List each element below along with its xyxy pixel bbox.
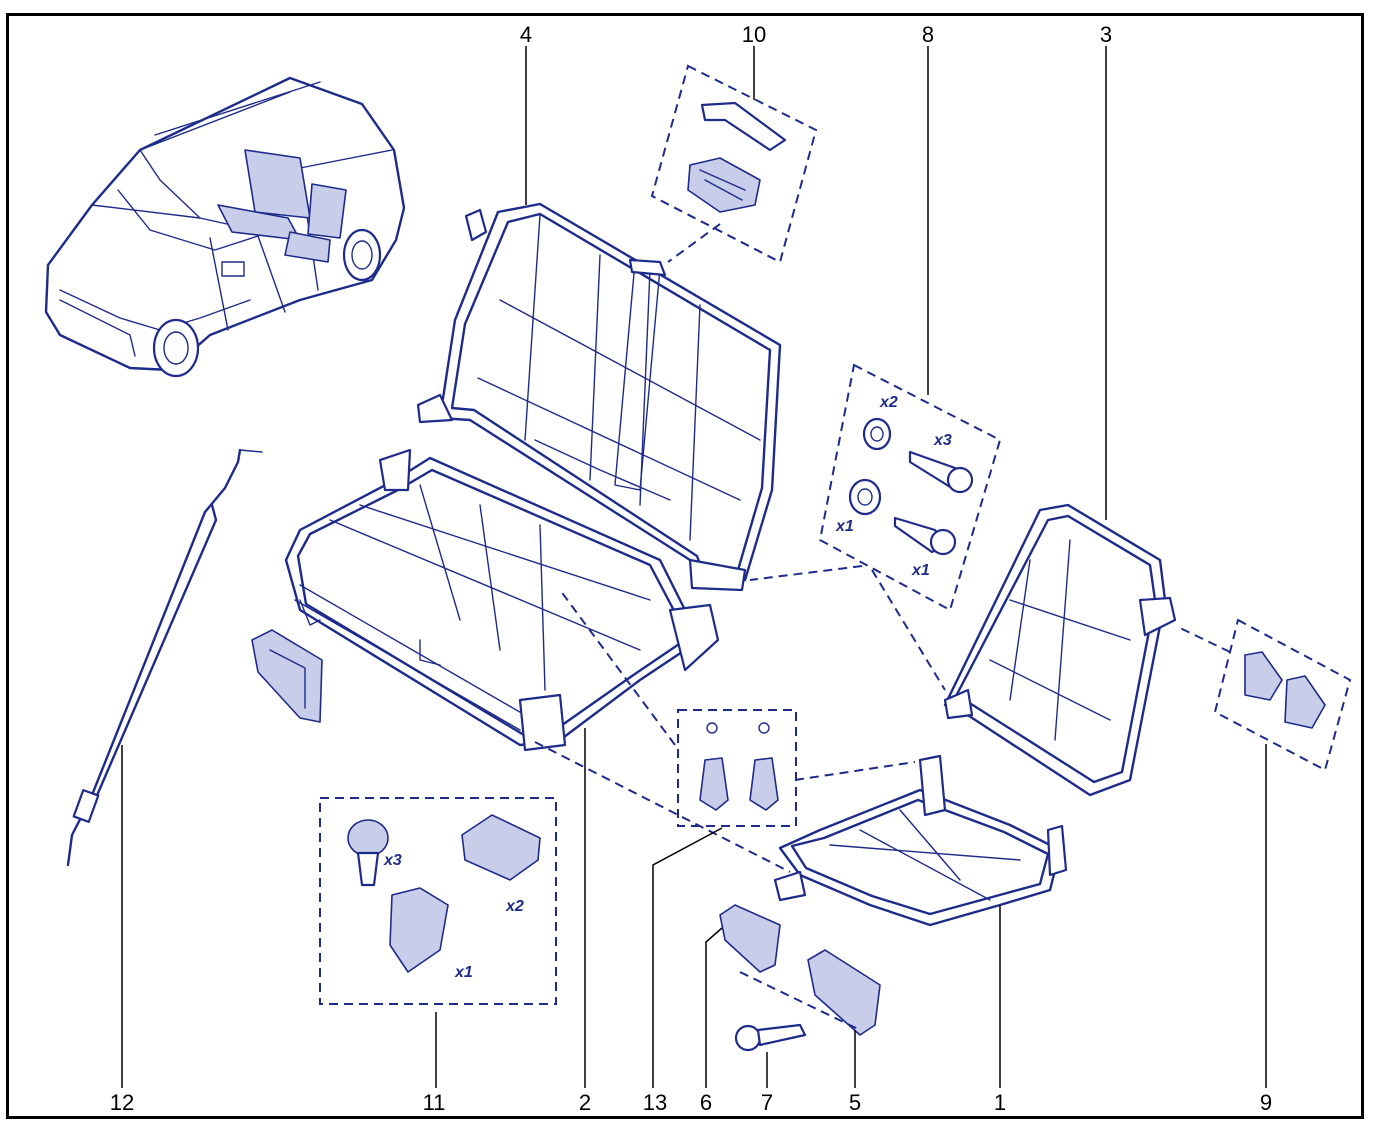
callout-8: 8: [921, 22, 935, 47]
qty-label-kit8-spacer-large: x2: [880, 394, 898, 411]
kit-11-box: [319, 797, 557, 1005]
callout-4: 4: [519, 22, 533, 47]
part-5-bracket: [807, 949, 881, 1036]
part-6-bracket: [719, 904, 781, 973]
qty-label-kit8-bolt-short: x1: [912, 562, 930, 579]
part-1-side-seat-base: [773, 754, 1068, 927]
kit-10-box: [650, 64, 818, 264]
vehicle-location-view: [44, 76, 406, 378]
diagram-frame: [6, 13, 1364, 1119]
part-4-backrest-frame: [416, 202, 782, 592]
qty-label-kit8-spacer-small: x1: [836, 518, 854, 535]
part-3-side-backrest-frame: [943, 503, 1177, 797]
callout-10: 10: [741, 22, 767, 47]
part-7-bolt: [734, 1023, 807, 1052]
kit-8-box: [818, 363, 1002, 612]
callout-11: 11: [422, 1090, 446, 1115]
assembly-arrows: [534, 223, 1231, 1031]
part-2-seat-base-frame: [284, 448, 720, 752]
qty-label-kit11-clip: x1: [455, 964, 473, 981]
qty-label-kit8-bolt-long: x3: [934, 432, 952, 449]
highlighted-rear-seats: [217, 149, 347, 263]
callout-9: 9: [1259, 1090, 1273, 1115]
callout-5: 5: [848, 1090, 862, 1115]
callout-6: 6: [699, 1090, 713, 1115]
part-12-release-cable: [66, 448, 263, 867]
qty-label-kit11-knob: x3: [384, 852, 402, 869]
part-6-bracket-left: [251, 629, 323, 723]
callout-3: 3: [1099, 22, 1113, 47]
callout-2: 2: [578, 1090, 592, 1115]
qty-label-kit11-pad: x2: [506, 898, 524, 915]
kit-13-box: [677, 709, 797, 827]
callout-leader-lines: [121, 46, 1267, 1088]
callout-7: 7: [760, 1090, 774, 1115]
callout-12: 12: [109, 1090, 135, 1115]
kit-9-box: [1213, 618, 1352, 772]
callout-1: 1: [993, 1090, 1007, 1115]
callout-13: 13: [642, 1090, 668, 1115]
